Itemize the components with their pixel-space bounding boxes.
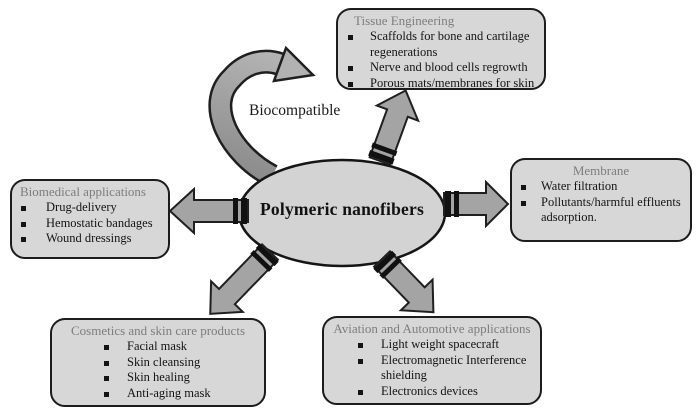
bullet-square-icon <box>21 237 26 243</box>
list-item: Facial mask <box>56 339 260 355</box>
bullet-square-icon <box>348 35 353 41</box>
list-item: Porous mats/membranes for skin <box>342 76 540 92</box>
arrow-stripe <box>379 257 402 279</box>
arrow-stripe <box>255 243 279 267</box>
list-item: Wound dressings <box>16 231 164 247</box>
list-item-text: Facial mask <box>127 339 188 354</box>
arrow-stripe <box>368 149 395 165</box>
arrow-stripe <box>233 198 238 224</box>
box-title: Membrane <box>572 163 630 178</box>
bullet-square-icon <box>104 376 109 382</box>
bullet-square-icon <box>521 185 526 191</box>
biocompatible-label: Biocompatible <box>249 102 341 119</box>
list-item-text: Water filtration <box>541 179 618 194</box>
box-tissue-engineering: Tissue Engineering Scaffolds for bone an… <box>336 8 546 90</box>
arrow-to-membrane <box>443 179 510 229</box>
box-biomedical-applications: Biomedical applications Drug-delivery He… <box>10 179 170 259</box>
list-item-text: Wound dressings <box>46 231 132 246</box>
bullet-square-icon <box>348 66 353 72</box>
list-item-text: Light weight spacecraft <box>381 337 500 352</box>
arrow-to-biomedical <box>168 186 249 236</box>
bullet-square-icon <box>358 358 363 364</box>
list-item-text: Nerve and blood cells regrowth <box>370 60 528 75</box>
bullet-square-icon <box>21 206 26 212</box>
box-title: Cosmetics and skin care products <box>70 323 245 338</box>
bullet-square-icon <box>358 343 363 349</box>
list-item-text: Porous mats/membranes for skin <box>370 75 535 90</box>
bullet-square-icon <box>104 345 109 351</box>
list-item-text: Skin cleansing <box>127 354 201 369</box>
box-membrane: Membrane Water filtration Pollutants/har… <box>510 158 692 242</box>
arrow-to-tissue-engineering <box>368 89 420 167</box>
list-item: Skin cleansing <box>56 355 260 371</box>
list-item: Hemostatic bandages <box>16 216 164 232</box>
arrow-stripe <box>373 250 397 274</box>
bullet-square-icon <box>358 389 363 395</box>
box-cosmetics-skin-care: Cosmetics and skin care products Facial … <box>50 318 266 407</box>
list-item: Pollutants/harmful effluents adsorption. <box>516 195 686 226</box>
list-item-text: Skin healing <box>127 370 190 385</box>
list-item: Skin healing <box>56 370 260 386</box>
list-item-text: Hemostatic bandages <box>46 215 153 230</box>
arrow-stripe <box>241 198 247 224</box>
list-item: Light weight spacecraft <box>328 337 536 353</box>
list-item-text: Electromagnetic Interference shielding <box>381 352 527 383</box>
bullet-square-icon <box>521 200 526 206</box>
list-item-text: Pollutants/harmful effluents adsorption. <box>541 194 681 225</box>
arrow-to-aviation <box>372 249 435 314</box>
arrow-to-cosmetics <box>209 242 280 315</box>
arrow-stripe <box>445 191 451 217</box>
biocompatible-curved-arrow <box>208 45 316 187</box>
curved-arrow-head <box>272 45 316 83</box>
arrow-stripe <box>250 250 273 272</box>
list-item: Nerve and blood cells regrowth <box>342 60 540 76</box>
box-title: Tissue Engineering <box>354 13 455 28</box>
center-ellipse-label: Polymeric nanofibers <box>260 199 424 219</box>
list-item: Electronics devices <box>328 384 536 400</box>
box-title: Aviation and Automotive applications <box>333 321 531 336</box>
bullet-square-icon <box>21 221 26 227</box>
list-item: Water filtration <box>516 179 686 195</box>
bullet-square-icon <box>104 391 109 397</box>
list-item-text: Drug-delivery <box>46 200 117 215</box>
arrow-stripe <box>454 191 459 217</box>
list-item-text: Anti-aging mask <box>127 385 211 400</box>
box-aviation-automotive: Aviation and Automotive applications Lig… <box>322 316 542 405</box>
list-item: Drug-delivery <box>16 200 164 216</box>
list-item-text: Scaffolds for bone and cartilage regener… <box>370 29 530 59</box>
bullet-square-icon <box>348 81 353 87</box>
list-item: Anti-aging mask <box>56 386 260 402</box>
curved-arrow-band <box>211 52 283 185</box>
box-title: Biomedical applications <box>20 184 146 199</box>
list-item: Electromagnetic Interference shielding <box>328 353 536 384</box>
arrow-stripe <box>371 142 398 157</box>
list-item: Scaffolds for bone and cartilage regener… <box>342 29 540 60</box>
list-item-text: Electronics devices <box>381 383 478 398</box>
bullet-square-icon <box>104 360 109 366</box>
